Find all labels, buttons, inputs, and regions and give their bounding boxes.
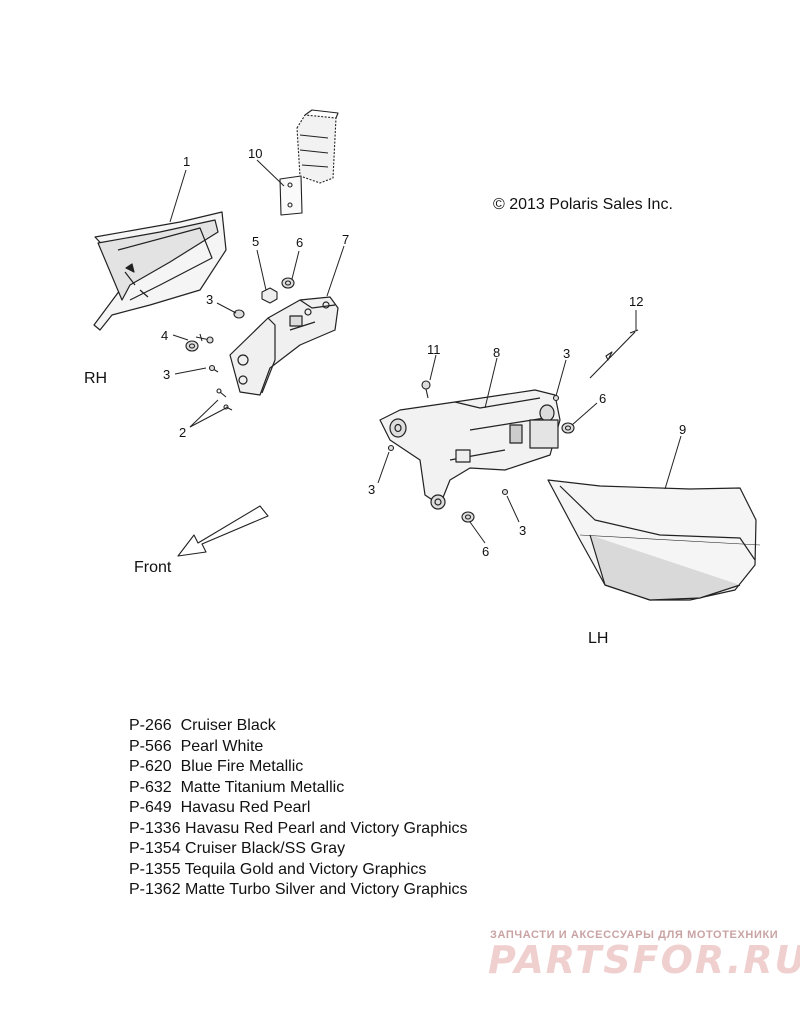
callout-9: 9: [679, 422, 686, 437]
callout-5: 5: [252, 234, 259, 249]
legend-item: P-632 Matte Titanium Metallic: [129, 778, 345, 796]
rh-label: RH: [84, 370, 107, 387]
lh-side-cover: [547, 479, 761, 601]
callout-2: 2: [179, 425, 186, 440]
callout-6c: 6: [482, 544, 489, 559]
callout-11: 11: [427, 342, 441, 357]
leader-lines: [169, 159, 682, 544]
legend-item: P-1354 Cruiser Black/SS Gray: [129, 840, 346, 857]
legend-item: P-1336 Havasu Red Pearl and Victory Grap…: [129, 819, 468, 837]
callout-3c: 3: [563, 346, 570, 361]
watermark-tagline: ЗАПЧАСТИ И АКСЕССУАРЫ ДЛЯ МОТОТЕХНИКИ: [490, 929, 779, 941]
legend-item: P-649 Havasu Red Pearl: [129, 799, 311, 816]
callout-7: 7: [342, 232, 349, 247]
copyright-text: © 2013 Polaris Sales Inc.: [493, 196, 673, 213]
legend-item: P-620 Blue Fire Metallic: [129, 758, 304, 775]
callout-4: 4: [161, 328, 168, 343]
front-label: Front: [134, 559, 172, 576]
rh-hardware: [185, 277, 295, 411]
legend-item: P-566 Pearl White: [129, 737, 264, 755]
lh-label: LH: [588, 630, 608, 647]
callout-6b: 6: [599, 391, 606, 406]
watermark-logo: PARTSFOR.RU: [488, 938, 800, 982]
relay-bracket: [279, 109, 339, 216]
rh-side-cover: [93, 211, 227, 331]
rh-mount-bracket: [229, 296, 339, 396]
callout-3d: 3: [368, 482, 375, 497]
front-arrow: [177, 505, 269, 557]
callout-8: 8: [493, 345, 500, 360]
callout-12: 12: [629, 294, 643, 309]
callout-10: 10: [248, 146, 262, 161]
callout-6a: 6: [296, 235, 303, 250]
callout-3b: 3: [163, 367, 170, 382]
legend-item: P-266 Cruiser Black: [129, 717, 276, 734]
paint-code-legend: P-266 Cruiser Black P-566 Pearl White P-…: [129, 716, 468, 901]
callout-3e: 3: [519, 523, 526, 538]
legend-item: P-1362 Matte Turbo Silver and Victory Gr…: [129, 881, 468, 898]
callout-3a: 3: [206, 292, 213, 307]
legend-item: P-1355 Tequila Gold and Victory Graphics: [129, 860, 427, 878]
lh-mount-bracket: [379, 389, 561, 510]
callout-1: 1: [183, 154, 190, 169]
lh-hardware: [387, 329, 639, 523]
callout-numbers: 1 2 3 3 3 4 5 6 7 10 11 8 3 12 6 9 3 3 6: [161, 146, 686, 559]
